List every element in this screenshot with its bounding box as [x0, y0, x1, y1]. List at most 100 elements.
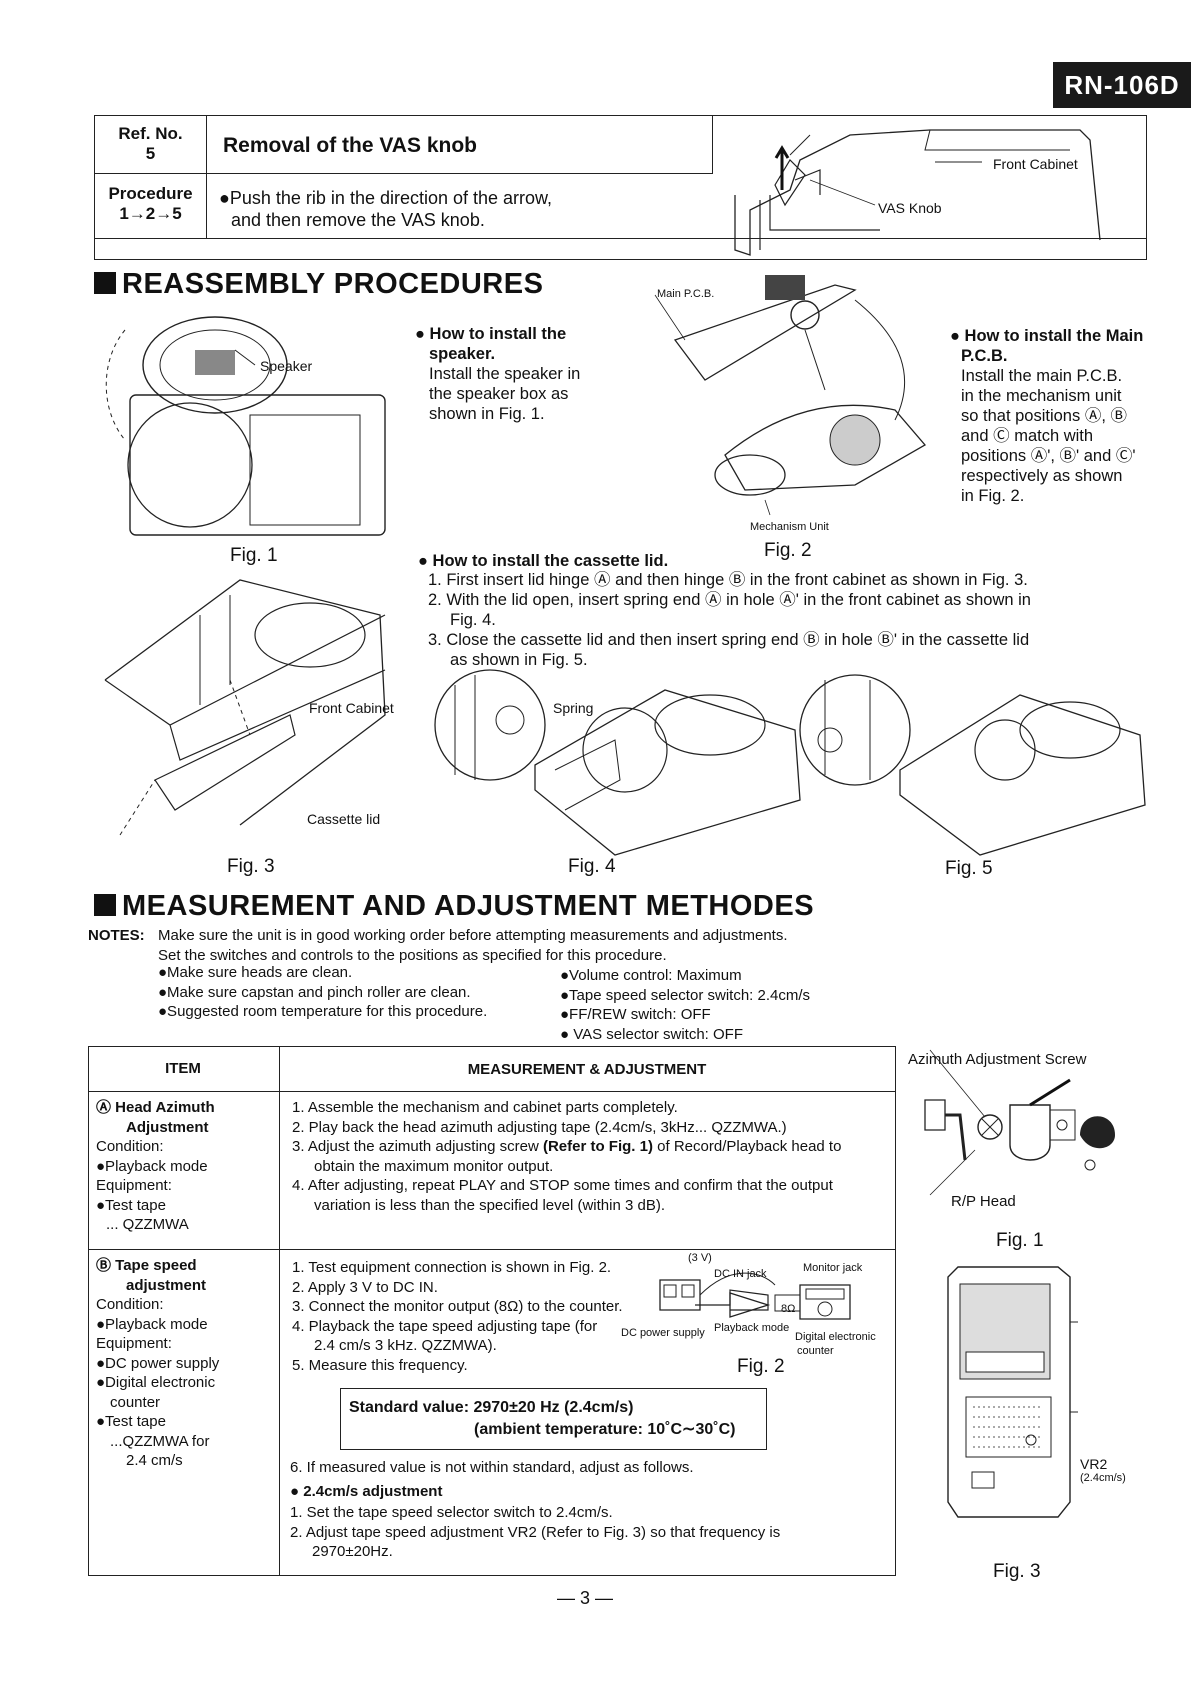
row-b-cond: ...QZZMWA for — [110, 1432, 210, 1450]
note-item: ● VAS selector switch: OFF — [560, 1025, 743, 1043]
speed-adjustment-steps: 1. Set the tape speed selector switch to… — [290, 1503, 780, 1562]
right-fig1-caption: Fig. 1 — [996, 1230, 1044, 1251]
unit-body-illustration — [938, 1262, 1078, 1522]
pcb-body-line: and Ⓒ match with — [961, 427, 1094, 445]
removal-title: Removal of the VAS knob — [207, 116, 713, 174]
row-a-step: 3. Adjust the azimuth adjusting screw (R… — [292, 1137, 892, 1157]
measurement-table — [88, 1046, 896, 1576]
speed-adjustment-step: 2970±20Hz. — [312, 1543, 393, 1560]
speaker-label: Speaker — [260, 358, 313, 374]
vr2-label: VR2 — [1080, 1456, 1108, 1472]
row-b-cond: Condition: — [96, 1296, 164, 1313]
row-b-step: 4. Playback the tape speed adjusting tap… — [292, 1317, 598, 1335]
speaker-body: Install the speaker in the speaker box a… — [429, 364, 580, 424]
pcb-heading-l2: P.C.B. — [961, 347, 1008, 365]
pcb-body-line: so that positions Ⓐ, Ⓑ — [961, 407, 1127, 425]
azimuth-head-illustration — [920, 1075, 1115, 1185]
row-b-item: Ⓑ Tape speed adjustment Condition: ●Play… — [96, 1256, 219, 1471]
diagram-3v: (3 V) — [688, 1252, 712, 1264]
row-a-step-text: of Record/Playback head to — [657, 1138, 842, 1155]
note-item: ●Suggested room temperature for this pro… — [158, 1003, 488, 1020]
model-badge: RN-106D — [1053, 62, 1191, 108]
row-a-item: Ⓐ Head Azimuth Adjustment Condition: ●Pl… — [96, 1098, 215, 1235]
fig2-caption: Fig. 2 — [764, 540, 812, 561]
pcb-body-line: in the mechanism unit — [961, 387, 1122, 405]
speaker-body-line: shown in Fig. 1. — [429, 405, 545, 423]
notes-line1: Make sure the unit is in good working or… — [158, 927, 788, 944]
row-b-step: 2.4 cm/s 3 kHz. QZZMWA). — [314, 1337, 497, 1354]
note-item: ●FF/REW switch: OFF — [560, 1006, 711, 1023]
ref-table: Ref. No. 5 Procedure 1→2→5 Removal of th… — [94, 115, 1147, 260]
row-b-cond: ●Playback mode — [96, 1315, 208, 1333]
row-a-cond: ●Test tape — [96, 1196, 166, 1214]
measurement-heading-text: MEASUREMENT AND ADJUSTMENT METHODES — [122, 890, 815, 922]
row-b-title: adjustment — [126, 1276, 207, 1294]
row-b-cond: ●DC power supply — [96, 1354, 220, 1372]
row-a-step-ref: (Refer to Fig. 1) — [542, 1138, 653, 1155]
notes-line2: Set the switches and controls to the pos… — [158, 947, 667, 964]
row-a-cond: ... QZZMWA — [106, 1216, 189, 1233]
speaker-body-line: the speaker box as — [429, 385, 569, 403]
note-item: ●Tape speed selector switch: 2.4cm/s — [560, 986, 811, 1004]
ref-no-value: 5 — [145, 144, 156, 163]
mechanism-illustration — [655, 275, 945, 520]
row-a-step-text: 3. Adjust the azimuth adjusting screw — [292, 1138, 539, 1155]
speed-adjustment-step: 1. Set the tape speed selector switch to… — [290, 1504, 613, 1521]
speed-adjustment-step: 2. Adjust tape speed adjustment VR2 (Ref… — [290, 1523, 781, 1541]
pcb-body: Install the main P.C.B. in the mechanism… — [961, 366, 1136, 506]
row-a-step: 4. After adjusting, repeat PLAY and STOP… — [292, 1177, 833, 1194]
vr2-speed-label: (2.4cm/s) — [1080, 1472, 1126, 1484]
row-a-cond: Condition: — [96, 1138, 164, 1155]
lid-steps: 1. First insert lid hinge Ⓐ and then hin… — [428, 570, 1031, 670]
lid-heading: ● How to install the cassette lid. — [418, 552, 669, 570]
pcb-body-line: positions Ⓐ', Ⓑ' and Ⓒ' — [961, 447, 1136, 465]
row-b-step: 2. Apply 3 V to DC IN. — [292, 1278, 438, 1296]
azimuth-screw-label: Azimuth Adjustment Screw — [908, 1051, 1087, 1068]
reassembly-heading: REASSEMBLY PROCEDURES — [94, 268, 543, 301]
main-pcb-label: Main P.C.B. — [657, 288, 715, 300]
reassembly-heading-text: REASSEMBLY PROCEDURES — [122, 268, 544, 300]
standard-value-box: Standard value: 2970±20 Hz (2.4cm/s) (am… — [340, 1388, 767, 1450]
fig3-caption: Fig. 3 — [227, 856, 275, 877]
row-a-title: Adjustment — [126, 1118, 209, 1136]
note-item: ●Make sure capstan and pinch roller are … — [158, 983, 471, 1001]
row-a-cond: ●Playback mode — [96, 1157, 208, 1175]
mechanism-unit-label: Mechanism Unit — [750, 521, 829, 533]
spring-label: Spring — [553, 700, 594, 716]
pcb-body-line: in Fig. 2. — [961, 487, 1025, 505]
fig3-illustration — [100, 575, 400, 840]
notes-label: NOTES: — [88, 927, 145, 944]
fig5-illustration — [800, 675, 1150, 855]
diagram-counter-l2: counter — [797, 1345, 834, 1357]
row-b-step: 5. Measure this frequency. — [292, 1356, 468, 1374]
table-head-item: ITEM — [165, 1060, 201, 1077]
procedure-label: Procedure — [108, 184, 193, 203]
row-b-step: 3. Connect the monitor output (8Ω) to th… — [292, 1298, 623, 1315]
row-a-step: 2. Play back the head azimuth adjusting … — [292, 1118, 787, 1136]
diagram-counter-l1: Digital electronic — [795, 1331, 876, 1343]
table-head-measurement: MEASUREMENT & ADJUSTMENT — [467, 1061, 707, 1078]
fig4-illustration — [435, 670, 805, 855]
speaker-body-line: Install the speaker in — [429, 365, 581, 383]
fig5-caption: Fig. 5 — [945, 858, 993, 879]
ref-no-cell: Ref. No. 5 — [95, 116, 207, 174]
ref-no-label: Ref. No. — [118, 124, 183, 143]
connection-diagram — [650, 1265, 890, 1340]
lid-step: as shown in Fig. 5. — [450, 651, 588, 669]
row-b-fig2-caption: Fig. 2 — [737, 1356, 785, 1377]
instruction-line: ●Push the rib in the direction of the ar… — [219, 188, 553, 208]
lid-step: 1. First insert lid hinge Ⓐ and then hin… — [428, 571, 1028, 589]
standard-value-line: Standard value: 2970±20 Hz (2.4cm/s) — [349, 1399, 634, 1416]
note-item: ●Make sure heads are clean. — [158, 964, 353, 981]
row-a-step: 1. Assemble the mechanism and cabinet pa… — [292, 1099, 678, 1116]
row-a-step: variation is less than the specified lev… — [314, 1196, 666, 1214]
diagram-dcin: DC IN jack — [714, 1268, 767, 1280]
speaker-heading-l1: ● How to install the — [415, 325, 567, 343]
fig1-caption: Fig. 1 — [230, 545, 278, 566]
notes-right: ●Volume control: Maximum ●Tape speed sel… — [560, 966, 810, 1044]
front-cabinet-label: Front Cabinet — [993, 156, 1078, 172]
speaker-heading-l2: speaker. — [429, 345, 496, 363]
pcb-body-line: respectively as shown — [961, 467, 1123, 485]
fig4-caption: Fig. 4 — [568, 856, 616, 877]
diagram-playback: Playback mode — [714, 1322, 790, 1334]
